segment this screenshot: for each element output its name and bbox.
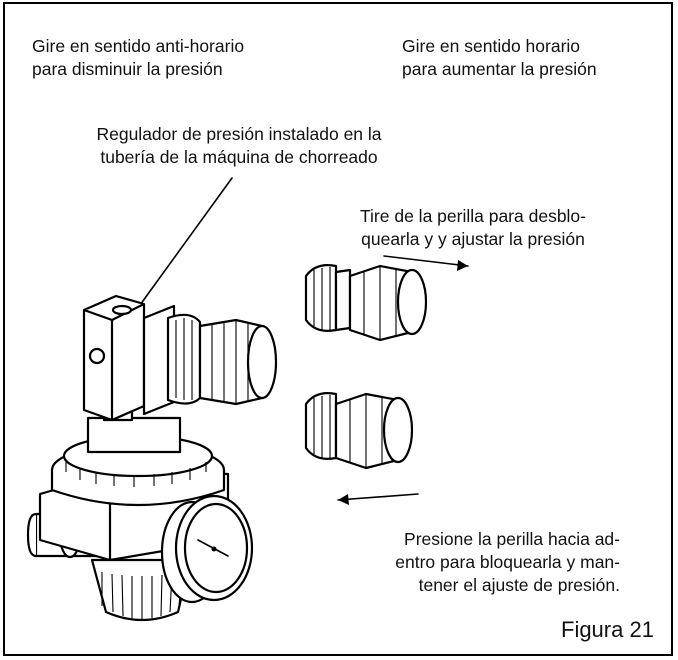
ccw-line-1: Gire en sentido anti-horario <box>32 36 245 56</box>
cw-instruction: Gire en sentido horario para aumentar la… <box>402 35 597 81</box>
regulator-line-1: Regulador de presión instalado en la <box>96 124 382 144</box>
ccw-instruction: Gire en sentido anti-horario para dismin… <box>32 35 244 81</box>
push-line-3: tener el ajuste de presión. <box>418 575 620 595</box>
pull-line-1: Tire de la perilla para desblo- <box>360 206 586 226</box>
push-line-1: Presione la perilla hacia ad- <box>404 529 620 549</box>
cw-line-2: para aumentar la presión <box>402 59 597 79</box>
regulator-label: Regulador de presión instalado en la tub… <box>54 123 424 169</box>
knob-pulled <box>304 264 428 342</box>
pressure-gauge <box>160 494 254 604</box>
knob-pushed <box>304 392 414 470</box>
regulator-line-2: tubería de la máquina de chorreado <box>100 147 378 167</box>
cw-line-1: Gire en sentido horario <box>402 36 581 56</box>
leader-line <box>139 177 233 306</box>
push-instruction: Presione la perilla hacia ad- entro para… <box>270 528 620 597</box>
push-arrow <box>337 493 419 505</box>
figure-label: Figura 21 <box>561 617 654 642</box>
regulator-head <box>82 294 146 422</box>
mounted-knob <box>142 304 278 416</box>
ccw-line-2: para disminuir la presión <box>32 59 223 79</box>
pull-arrow <box>383 255 469 271</box>
pull-instruction: Tire de la perilla para desblo- quearla … <box>318 205 628 251</box>
pull-line-2: quearla y y ajustar la presión <box>361 229 585 249</box>
push-line-2: entro para bloquearla y man- <box>395 552 620 572</box>
